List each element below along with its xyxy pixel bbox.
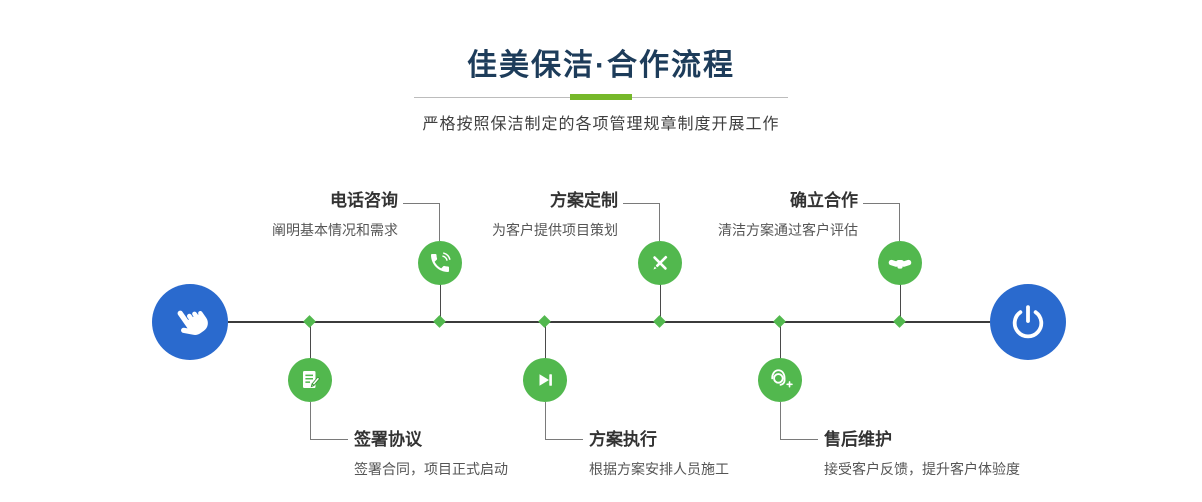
- timeline-diamond-marker: [538, 315, 551, 328]
- timeline-diamond-marker: [653, 315, 666, 328]
- step-plan-customize: 方案定制 为客户提供项目策划: [378, 190, 618, 239]
- step-title: 确立合作: [790, 191, 858, 210]
- power-icon: [1012, 305, 1044, 339]
- step-node-execute: [523, 358, 567, 402]
- timeline-line: [228, 321, 990, 323]
- design-tools-icon: [653, 255, 668, 270]
- step-desc: 根据方案安排人员施工: [589, 461, 729, 477]
- connector-vertical: [660, 263, 661, 322]
- handshake-icon: [888, 259, 912, 269]
- step-phone-consult: 电话咨询 阐明基本情况和需求: [158, 190, 398, 239]
- step-node-aftersales: [758, 358, 802, 402]
- timeline-diamond-marker: [773, 315, 786, 328]
- step-node-design: [638, 241, 682, 285]
- step-desc: 清洁方案通过客户评估: [718, 222, 858, 238]
- connector-elbow: [545, 402, 583, 440]
- step-sign-agreement: 签署协议 签署合同，项目正式启动: [354, 429, 634, 478]
- connector-vertical: [780, 322, 781, 380]
- step-aftersales-maintain: 售后维护 接受客户反馈，提升客户体验度: [824, 429, 1104, 478]
- connector-elbow: [310, 402, 348, 440]
- connector-elbow: [403, 203, 440, 241]
- title-divider-accent: [570, 94, 632, 100]
- phone-icon: [431, 252, 451, 272]
- timeline-start-node: [152, 284, 228, 360]
- step-desc: 接受客户反馈，提升客户体验度: [824, 461, 1020, 477]
- connector-vertical: [440, 263, 441, 322]
- contract-icon: [303, 371, 320, 388]
- step-title: 签署协议: [354, 430, 422, 449]
- step-node-contract: [288, 358, 332, 402]
- step-desc: 阐明基本情况和需求: [272, 222, 398, 238]
- step-title: 方案执行: [589, 430, 657, 449]
- connector-vertical: [310, 322, 311, 380]
- play-forward-icon: [539, 374, 552, 386]
- timeline-diamond-marker: [303, 315, 316, 328]
- connector-elbow: [623, 203, 660, 241]
- step-title: 电话咨询: [330, 191, 398, 210]
- timeline-diamond-marker: [433, 315, 446, 328]
- step-title: 方案定制: [550, 191, 618, 210]
- connector-elbow: [780, 402, 818, 440]
- timeline-end-node: [990, 284, 1066, 360]
- pointing-hand-icon: [177, 310, 208, 335]
- headset-icon: [771, 369, 793, 388]
- connector-vertical: [900, 263, 901, 322]
- timeline-diamond-marker: [893, 315, 906, 328]
- page-subtitle: 严格按照保洁制定的各项管理规章制度开展工作: [422, 116, 780, 133]
- connector-elbow: [863, 203, 900, 241]
- step-node-cooperation: [878, 241, 922, 285]
- page-title: 佳美保洁·合作流程: [467, 49, 735, 82]
- step-plan-execute: 方案执行 根据方案安排人员施工: [589, 429, 869, 478]
- step-node-phone: [418, 241, 462, 285]
- step-establish-cooperation: 确立合作 清洁方案通过客户评估: [618, 190, 858, 239]
- connector-vertical: [545, 322, 546, 380]
- step-desc: 为客户提供项目策划: [492, 222, 618, 238]
- step-title: 售后维护: [824, 430, 892, 449]
- step-desc: 签署合同，项目正式启动: [354, 461, 508, 477]
